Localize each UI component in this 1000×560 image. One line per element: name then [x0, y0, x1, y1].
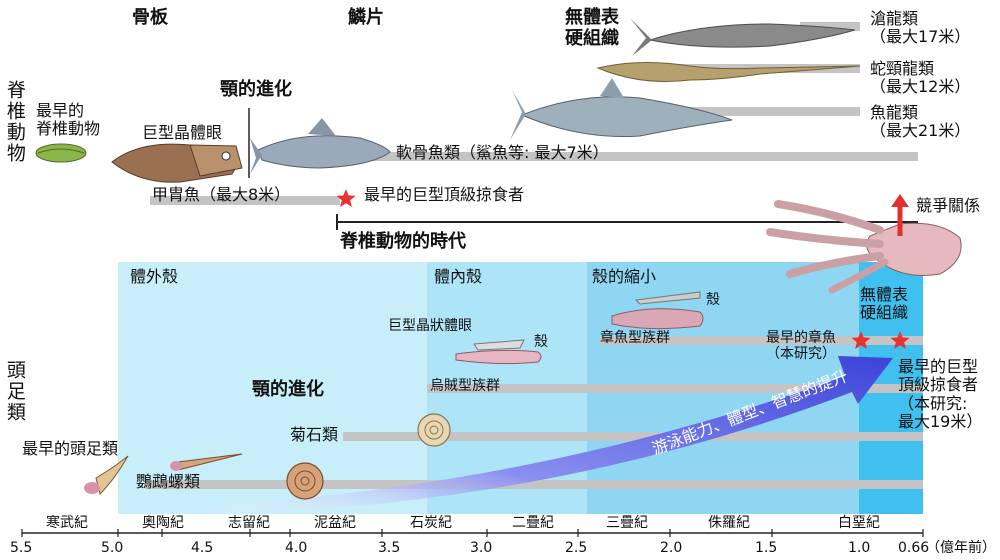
competition-arrow	[891, 194, 909, 236]
scales-label: 鱗片	[348, 7, 384, 28]
axis-tick-4.5: 4.5	[191, 540, 214, 556]
ichthyosaur-label: 魚龍類 （最大21米）	[870, 103, 971, 141]
plesiosaur-name: 蛇頸龍類	[870, 59, 935, 78]
mosasaur-label: 滄龍類 （最大17米）	[870, 9, 971, 47]
axis-tick-2.0: 2.0	[660, 540, 683, 556]
ammonoids-label: 菊石類	[290, 425, 339, 444]
period-silurian: 志留紀	[228, 515, 270, 531]
ichthyosaur-bar	[610, 107, 860, 116]
shell-reduction-label: 殼的縮小	[592, 267, 657, 286]
plesiosaur-illustration	[596, 61, 861, 82]
cephalopod-giant-eye-label: 巨型晶狀體眼	[388, 318, 472, 334]
competition-label: 競爭關係	[916, 196, 981, 215]
nautiloid-coiled-illustration	[286, 462, 324, 500]
earliest-vertebrate-label: 最早的 脊椎動物	[36, 101, 101, 139]
ammonoid-bar	[343, 432, 923, 441]
vertebrate-no-skeleton-label: 無體表 硬組織	[565, 7, 619, 49]
vertebrate-giant-eye-label: 巨型晶體眼	[142, 123, 223, 142]
chondrichthyes-bar	[345, 152, 918, 161]
vertebrate-jaw-evolution-label: 顎的進化	[220, 79, 292, 100]
placoderm-bar	[150, 196, 340, 205]
bone-plate-label: 骨板	[132, 7, 168, 28]
nautiloids-label: 鸚鵡螺類	[136, 472, 201, 491]
cephalopod-apex-line3: （本研究:	[898, 393, 968, 413]
earliest-vertebrate-line2: 脊椎動物	[36, 119, 101, 139]
axis-tick-1.0: 1.0	[848, 540, 871, 556]
early-vertebrate-illustration	[35, 143, 87, 163]
star-vertebrate-apex	[336, 189, 356, 207]
ichthyosaur-illustration	[510, 78, 733, 140]
earliest-cephalopod-label: 最早的頭足類	[22, 439, 119, 458]
age-of-vertebrates-label: 脊椎動物的時代	[340, 231, 466, 252]
vertebrates-row-label: 脊椎動物	[3, 80, 26, 164]
squid-group-label: 烏賊型族群	[430, 378, 500, 394]
cephalopod-no-skeleton-label: 無體表 硬組織	[860, 285, 909, 323]
period-cambrian: 寒武紀	[46, 515, 88, 531]
vertebrate-no-skeleton-line1: 無體表	[565, 7, 619, 28]
vertebrate-first-apex-label: 最早的巨型頂級掠食者	[364, 185, 525, 204]
octopus-group-label: 章魚型族群	[600, 330, 670, 346]
octopus-shell-illustration	[611, 291, 704, 330]
ichthyosaur-name: 魚龍類	[870, 103, 919, 122]
axis-tick-1.5: 1.5	[755, 540, 778, 556]
axis-tick-5.0: 5.0	[101, 540, 124, 556]
cephalopod-no-skeleton-line1: 無體表	[860, 285, 909, 304]
mosasaur-bar	[800, 22, 860, 31]
cephalopod-apex-label: 最早的巨型 頂級掠食者 （本研究: 最大19米）	[898, 357, 983, 432]
plesiosaur-label: 蛇頸龍類 （最大12米）	[870, 59, 971, 97]
squid-group-bar	[427, 384, 923, 393]
period-jurassic: 侏羅紀	[708, 515, 750, 531]
axis-unit-label: （億年前）	[926, 540, 996, 556]
axis-tick-3.0: 3.0	[470, 540, 493, 556]
shark-illustration	[250, 118, 391, 174]
period-permian: 二疊紀	[512, 515, 554, 531]
timeline-ticks	[21, 529, 924, 537]
external-shell-label: 體外殼	[130, 267, 179, 286]
cephalopod-apex-line1: 最早的巨型	[898, 357, 979, 376]
axis-tick-3.5: 3.5	[378, 540, 401, 556]
period-triassic: 三疊紀	[606, 515, 648, 531]
axis-tick-4.0: 4.0	[285, 540, 308, 556]
squid-illustration	[455, 339, 542, 365]
axis-tick-0.66: 0.66	[898, 540, 930, 556]
squid-shell-label: 殼	[534, 334, 548, 350]
star-earliest-octopus	[851, 331, 871, 349]
mosasaur-name: 滄龍類	[870, 9, 919, 28]
earliest-octopus-line2: （本研究）	[766, 346, 836, 363]
nautiloid-bar	[145, 480, 923, 489]
period-carboniferous: 石炭紀	[410, 515, 452, 531]
ammonoid-illustration	[417, 413, 451, 447]
period-devonian: 泥盆紀	[314, 515, 356, 531]
cephalopod-no-skeleton-line2: 硬組織	[860, 303, 909, 323]
octopus-group-bar	[600, 336, 923, 345]
placoderm-illustration	[111, 143, 243, 183]
earliest-octopus-label: 最早的章魚 （本研究）	[766, 330, 836, 362]
placoderm-label: 甲胄魚（最大8米）	[152, 185, 291, 204]
axis-tick-5.5: 5.5	[10, 540, 33, 556]
axis-tick-2.5: 2.5	[565, 540, 588, 556]
star-cephalopod-apex	[890, 331, 910, 349]
cephalopod-jaw-evolution-label: 顎的進化	[252, 379, 324, 400]
mosasaur-illustration	[630, 18, 856, 56]
plesiosaur-size: （最大12米）	[870, 77, 971, 97]
internal-shell-label: 體內殼	[434, 267, 483, 286]
ichthyosaur-size: （最大21米）	[870, 121, 971, 141]
cephalopod-apex-line2: 頂級掠食者	[898, 375, 979, 395]
mosasaur-size: （最大17米）	[870, 27, 971, 47]
period-cretaceous: 白堊紀	[838, 515, 880, 531]
orthocone-illustration	[170, 453, 243, 471]
chondrichthyes-label: 軟骨魚類（鯊魚等: 最大7米）	[396, 143, 609, 162]
vertebrate-no-skeleton-line2: 硬組織	[565, 27, 619, 49]
earliest-octopus-line1: 最早的章魚	[766, 330, 836, 346]
cephalopod-apex-line4: 最大19米）	[898, 412, 983, 432]
early-cephalopod-illustration	[84, 455, 129, 495]
cephalopods-row-label: 頭足類	[3, 360, 26, 423]
period-ordovician: 奧陶紀	[142, 515, 184, 531]
giant-octopus-illustration	[766, 200, 962, 294]
earliest-vertebrate-line1: 最早的	[36, 101, 85, 120]
octopus-shell-label: 殼	[706, 292, 720, 308]
